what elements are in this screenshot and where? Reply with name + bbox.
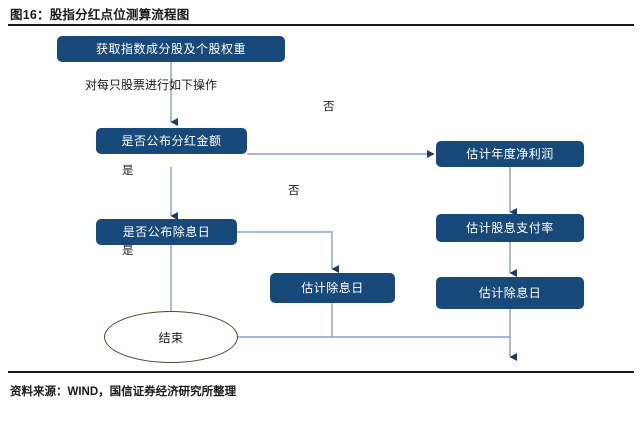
node-estimate-annual-profit[interactable]: 估计年度净利润 (436, 141, 584, 167)
node-estimate-annual-profit-label: 估计年度净利润 (466, 147, 554, 161)
figure-source: 资料来源：WIND，国信证券经济研究所整理 (10, 386, 237, 398)
edge-label-no-dividend-amount: 否 (323, 101, 335, 113)
figure-title: 图16：股指分红点位测算流程图 (10, 8, 190, 22)
node-estimate-payout-ratio[interactable]: 估计股息支付率 (436, 214, 584, 242)
source-divider-rule (8, 371, 634, 373)
edge-label-no-ex-dividend-date: 否 (288, 185, 300, 197)
edge-label-yes-ex-dividend-date: 是 (122, 245, 134, 257)
node-has-dividend-amount[interactable]: 是否公布分红金额 (96, 128, 247, 154)
node-end-terminal[interactable]: 结束 (104, 311, 238, 363)
edge-label-yes-dividend-amount: 是 (122, 165, 134, 177)
node-estimate-ex-dividend-date-right-label: 估计除息日 (478, 286, 542, 300)
node-start-label: 获取指数成分股及个股权重 (95, 42, 246, 56)
node-estimate-payout-ratio-label: 估计股息支付率 (466, 221, 554, 235)
node-estimate-ex-dividend-date-right[interactable]: 估计除息日 (436, 277, 584, 309)
edge-has-exdate-to-est-exdate-mid (237, 231, 339, 273)
node-has-dividend-amount-label: 是否公布分红金额 (121, 134, 222, 148)
flowchart-canvas: 获取指数成分股及个股权重 对每只股票进行如下操作 是否公布分红金额 否 是 估计… (0, 26, 642, 370)
node-start[interactable]: 获取指数成分股及个股权重 (57, 36, 285, 62)
title-divider-rule (8, 24, 634, 26)
node-estimate-ex-dividend-date-middle[interactable]: 估计除息日 (270, 273, 395, 303)
node-estimate-ex-dividend-date-middle-label: 估计除息日 (301, 281, 364, 295)
node-has-ex-dividend-date-label: 是否公布除息日 (122, 225, 211, 239)
note-loop-instruction: 对每只股票进行如下操作 (85, 78, 218, 92)
node-end-terminal-label: 结束 (158, 330, 184, 345)
node-has-ex-dividend-date[interactable]: 是否公布除息日 (96, 219, 237, 245)
